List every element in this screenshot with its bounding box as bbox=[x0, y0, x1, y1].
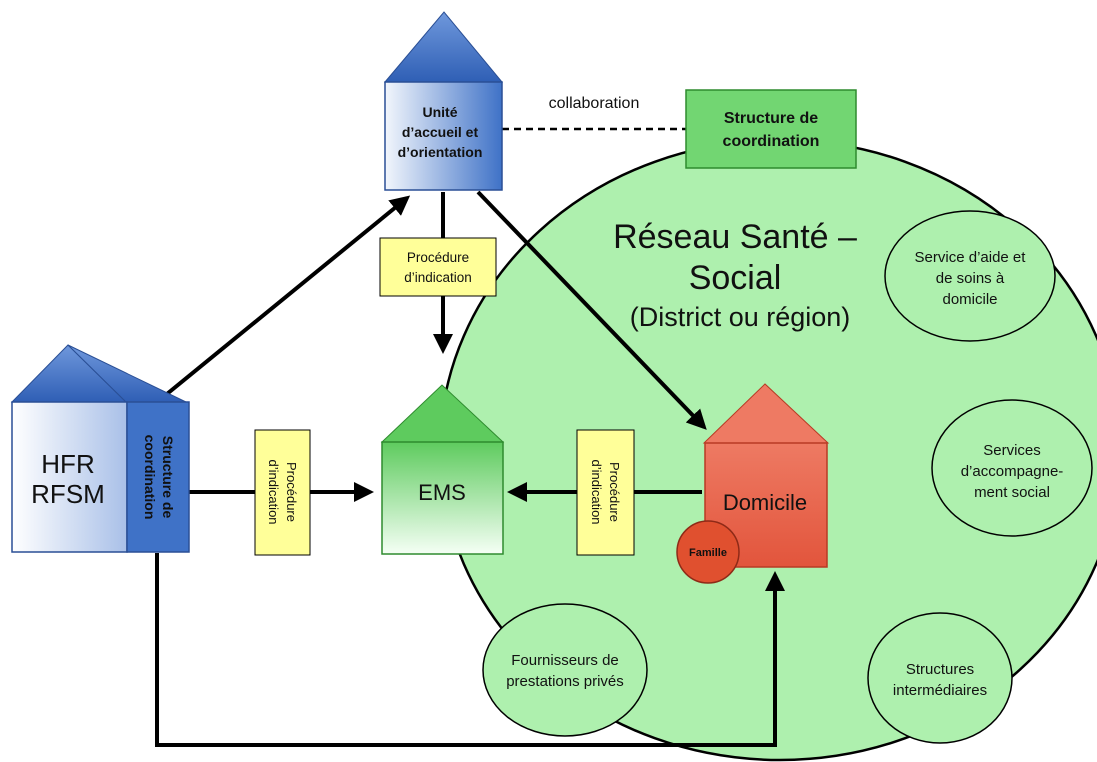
hfr-line2: RFSM bbox=[31, 479, 105, 509]
service-aide-soins-line2: de soins à bbox=[936, 270, 1005, 287]
structure-top-line2: coordination bbox=[723, 133, 820, 150]
arrow-unite-to-domicile bbox=[476, 190, 707, 430]
domicile-label: Domicile bbox=[723, 490, 807, 515]
hfr-side-line2: coordination bbox=[142, 435, 158, 520]
service-accompagnement-line2: d’accompagne- bbox=[961, 463, 1064, 480]
service-accompagnement-line1: Services bbox=[983, 442, 1041, 459]
service-accompagnement: Services d’accompagne- ment social bbox=[931, 399, 1093, 537]
service-intermediaires-line2: intermédiaires bbox=[893, 682, 987, 699]
ems-house: EMS bbox=[380, 384, 505, 555]
service-aide-soins: Service d’aide et de soins à domicile bbox=[884, 210, 1056, 342]
service-accompagnement-line3: ment social bbox=[974, 484, 1050, 501]
arrow-hfr-to-domicile bbox=[155, 553, 785, 747]
ems-label: EMS bbox=[418, 480, 466, 505]
network-title-line2: Social bbox=[689, 259, 782, 297]
service-aide-soins-line3: domicile bbox=[942, 291, 997, 308]
procedure-indication-top: Procédure d’indication bbox=[379, 237, 497, 297]
structure-top-line1: Structure de bbox=[724, 110, 818, 127]
arrow-hfr-to-unite bbox=[160, 195, 411, 400]
procedure-left-line1: Procédure bbox=[284, 462, 299, 522]
network-title-line1: Réseau Santé – bbox=[613, 218, 857, 256]
service-fournisseurs: Fournisseurs de prestations privés bbox=[482, 603, 648, 737]
hfr-rfsm-house: HFR RFSM Structure de coordination bbox=[10, 344, 190, 553]
famille-label: Famille bbox=[689, 547, 727, 559]
procedure-indication-right: Procédure d’indication bbox=[576, 429, 635, 556]
unite-line1: Unité bbox=[423, 104, 458, 120]
famille-circle: Famille bbox=[676, 520, 740, 584]
procedure-top-line2: d’indication bbox=[404, 270, 472, 285]
unite-line2: d’accueil et bbox=[402, 124, 479, 140]
hfr-side-line1: Structure de bbox=[160, 436, 176, 519]
unite-line3: d’orientation bbox=[398, 144, 483, 160]
procedure-right-line1: Procédure bbox=[607, 462, 622, 522]
procedure-right-line2: d’indication bbox=[589, 459, 604, 524]
service-aide-soins-line1: Service d’aide et bbox=[915, 249, 1027, 266]
network-title-line3: (District ou région) bbox=[630, 302, 851, 332]
unite-accueil-house: Unité d’accueil et d’orientation bbox=[383, 11, 504, 191]
service-intermediaires-line1: Structures bbox=[906, 661, 974, 678]
service-intermediaires: Structures intermédiaires bbox=[867, 612, 1013, 744]
structure-coordination-top: Structure de coordination bbox=[685, 89, 857, 169]
collaboration-label: collaboration bbox=[549, 95, 640, 112]
service-fournisseurs-line2: prestations privés bbox=[506, 673, 624, 690]
hfr-line1: HFR bbox=[41, 449, 94, 479]
procedure-indication-left: Procédure d’indication bbox=[254, 429, 311, 556]
procedure-top-line1: Procédure bbox=[407, 250, 469, 265]
service-fournisseurs-line1: Fournisseurs de bbox=[511, 652, 619, 669]
procedure-left-line2: d’indication bbox=[266, 459, 281, 524]
